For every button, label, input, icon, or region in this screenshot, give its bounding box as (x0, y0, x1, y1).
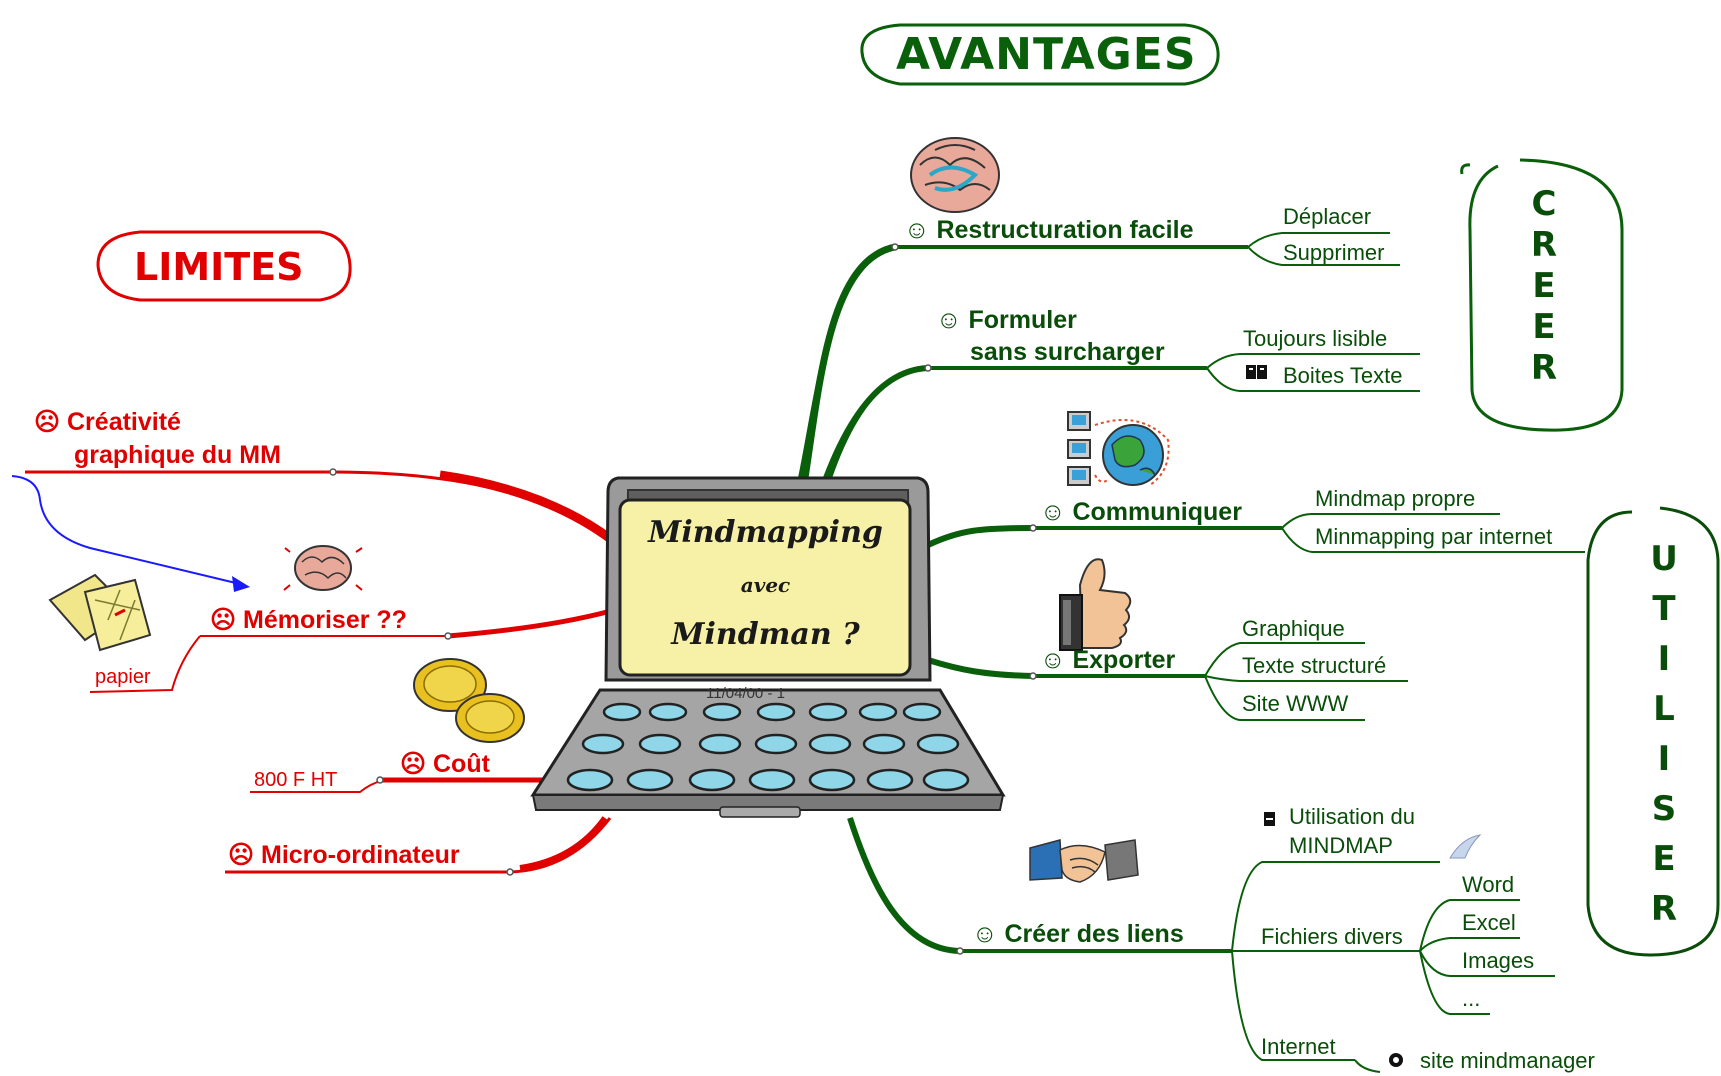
node-communiquer[interactable]: ☺ Communiquer (1040, 498, 1242, 526)
branch-memoriser (447, 609, 608, 639)
node-creer-liens[interactable]: ☺ Créer des liens (972, 920, 1184, 948)
node-site-www[interactable]: Site WWW (1242, 691, 1349, 716)
node-fichiers-divers[interactable]: Fichiers divers (1261, 924, 1403, 949)
node-creativite-line1[interactable]: ☹ Créativité (34, 408, 181, 436)
node-memoriser[interactable]: ☹ Mémoriser ?? (210, 606, 407, 634)
center-date: 11/04/00 - 1 (706, 685, 785, 702)
book-icon (1246, 365, 1267, 379)
node-deplacer[interactable]: Déplacer (1283, 204, 1372, 229)
node-prix[interactable]: 800 F HT (254, 769, 338, 791)
center-title-line3: Mindman ? (671, 617, 860, 652)
center-title-line1: Mindmapping (648, 515, 883, 550)
node-site-mindmanager[interactable]: site mindmanager (1420, 1048, 1595, 1073)
node-creativite-line2[interactable]: graphique du MM (74, 441, 281, 469)
avantages-title: AVANTAGES (896, 29, 1197, 80)
thumbs-up-icon (1059, 558, 1132, 651)
computers-globe-icon (1067, 411, 1170, 486)
node-restructuration[interactable]: ☺ Restructuration facile (904, 216, 1194, 244)
node-utilisation-line1[interactable]: Utilisation du (1289, 804, 1415, 829)
branch-creativite (25, 470, 613, 542)
handshake-icon (1029, 839, 1139, 883)
node-ellipsis[interactable]: ... (1462, 986, 1481, 1011)
brain-icon (910, 137, 1000, 213)
laptop-icon (530, 476, 1006, 818)
laptop-screen (618, 498, 912, 677)
limites-title: LIMITES (134, 245, 304, 289)
node-papier[interactable]: papier (95, 666, 151, 688)
node-word[interactable]: Word (1462, 872, 1515, 897)
document-icon (1264, 812, 1275, 826)
blue-arrowhead (232, 576, 250, 592)
node-utilisation-line2[interactable]: MINDMAP (1289, 833, 1393, 858)
node-micro-ordinateur[interactable]: ☹ Micro-ordinateur (228, 841, 460, 869)
coins-icon (413, 658, 525, 743)
node-texte-structure[interactable]: Texte structuré (1242, 653, 1387, 678)
node-exporter[interactable]: ☺ Exporter (1040, 646, 1176, 674)
branch-micro (225, 817, 612, 874)
node-toujours-lisible[interactable]: Toujours lisible (1243, 326, 1388, 351)
link-arrow-icon (1449, 834, 1482, 859)
avantages-frame (860, 23, 1220, 86)
node-excel[interactable]: Excel (1462, 910, 1516, 935)
center-title-line2: avec (740, 573, 791, 597)
web-gear-icon (1389, 1053, 1403, 1067)
limites-frame (96, 230, 352, 302)
node-graphique[interactable]: Graphique (1242, 616, 1345, 641)
node-minmapping-internet[interactable]: Minmapping par internet (1315, 524, 1553, 549)
utiliser-frame (1586, 506, 1720, 957)
blue-arrow (11, 475, 241, 585)
node-formuler-line1[interactable]: ☺ Formuler (936, 306, 1077, 334)
node-mindmap-propre[interactable]: Mindmap propre (1315, 486, 1476, 511)
small-brain-icon (283, 545, 363, 591)
node-internet[interactable]: Internet (1261, 1034, 1336, 1059)
creer-frame (1460, 158, 1624, 432)
node-images[interactable]: Images (1462, 948, 1535, 973)
node-formuler-line2[interactable]: sans surcharger (970, 338, 1165, 366)
node-boites-texte[interactable]: Boites Texte (1283, 363, 1403, 388)
node-supprimer[interactable]: Supprimer (1283, 240, 1385, 265)
paper-map-icon (48, 573, 152, 652)
node-cout[interactable]: ☹ Coût (400, 750, 490, 778)
